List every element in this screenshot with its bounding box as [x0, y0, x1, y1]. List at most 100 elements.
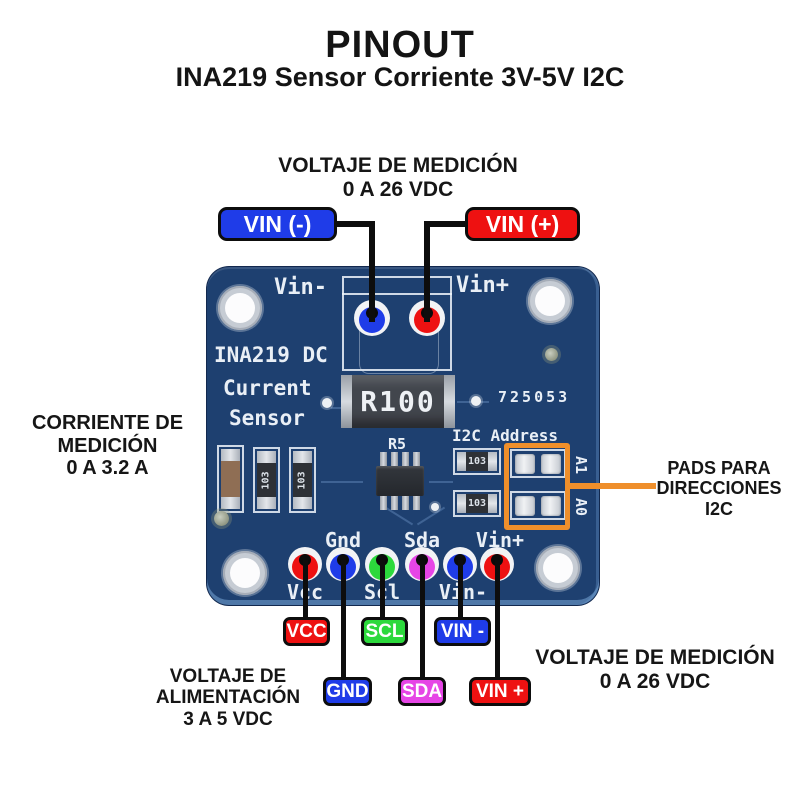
- mounting-hole-bore: [230, 558, 260, 588]
- chip-pin: [413, 495, 420, 510]
- smd-resistor: 103: [457, 494, 497, 513]
- page-subtitle: INA219 Sensor Corriente 3V-5V I2C: [175, 62, 625, 92]
- i2c-pads-pointer-line: [568, 483, 656, 489]
- chip-pin: [391, 495, 398, 510]
- annotation-line: 0 A 26 VDC: [599, 669, 711, 693]
- capacitor-body: [221, 461, 240, 497]
- resistor-outline: 103: [253, 447, 280, 513]
- silk-i2c-address: I2C Address: [452, 426, 558, 445]
- mounting-hole-bore: [535, 286, 565, 316]
- via: [214, 511, 229, 526]
- page-title: PINOUT: [325, 24, 475, 66]
- annotation-supply-voltage: VOLTAJE DE ALIMENTACIÓN 3 A 5 VDC: [138, 666, 318, 730]
- chip-pin: [413, 452, 420, 467]
- jumper-pads-a1: [510, 449, 566, 478]
- solder-cap: [488, 494, 497, 513]
- mounting-hole-bottom-right: [536, 546, 580, 590]
- silk-pin-vinminus: Vin-: [433, 580, 493, 604]
- gnd-callout: GND: [323, 677, 372, 706]
- jumper-pad-pair: [512, 493, 564, 518]
- capacitor-outline: [217, 445, 244, 513]
- solder-pad: [541, 453, 561, 474]
- smd-marking: 103: [257, 463, 276, 497]
- solder-cap: [457, 452, 466, 471]
- silk-board-name-3: Sensor: [229, 406, 305, 430]
- connector-line-scl: [380, 560, 385, 620]
- terminal-footprint-outline: [359, 315, 439, 374]
- solder-cap: [488, 452, 497, 471]
- silk-serial: 725053: [498, 388, 571, 406]
- chip-pin: [380, 452, 387, 467]
- ina219-chip: [376, 466, 424, 496]
- sda-callout: SDA: [398, 677, 446, 706]
- connector-line-vin-minus: [369, 221, 375, 322]
- via: [471, 396, 481, 406]
- annotation-line: I2C: [704, 498, 733, 519]
- resistor-outline: 103: [289, 447, 316, 513]
- annotation-line: DIRECCIONES: [656, 478, 782, 499]
- smd-marking-text: 103: [261, 470, 272, 490]
- pcb-board: Vin- Vin+ INA219 DC Current Sensor R100 …: [207, 267, 599, 605]
- annotation-measure-voltage-bottom: VOLTAJE DE MEDICIÓN 0 A 26 VDC: [520, 646, 790, 693]
- solder-cap: [221, 449, 240, 461]
- smd-marking: 103: [293, 463, 312, 497]
- silk-a0: A0: [572, 497, 590, 517]
- silk-a1: A1: [572, 455, 590, 475]
- pcb-trace: [321, 481, 363, 483]
- vin-minus-pin-callout: VIN -: [434, 617, 491, 646]
- connector-line-vin-plus: [424, 221, 430, 322]
- chip-pin: [402, 452, 409, 467]
- annotation-line: MEDICIÓN: [57, 434, 158, 457]
- annotation-line: 0 A 26 VDC: [342, 177, 454, 201]
- mounting-hole-top-left: [218, 286, 262, 330]
- jumper-pads-a0: [510, 491, 566, 520]
- connector-line-vin-plus-pin: [495, 560, 500, 682]
- pcb-trace: [429, 481, 453, 483]
- annotation-line: CORRIENTE DE: [31, 412, 184, 434]
- chip-pin: [391, 452, 398, 467]
- connector-line-vin-plus: [427, 221, 465, 227]
- capacitor: [221, 449, 240, 509]
- connector-line-sda: [420, 560, 425, 682]
- solder-pad: [515, 495, 535, 516]
- solder-cap: [457, 494, 466, 513]
- smd-resistor: 103: [257, 451, 276, 509]
- solder-cap: [257, 497, 276, 509]
- smd-marking: 103: [466, 494, 488, 513]
- smd-marking-text: 103: [297, 470, 308, 490]
- smd-resistor: 103: [457, 452, 497, 471]
- connector-line-vin-minus-pin: [458, 560, 463, 620]
- annotation-line: PADS PARA: [667, 458, 771, 478]
- annotation-i2c-pads-right: PADS PARA DIRECCIONES I2C: [638, 458, 800, 519]
- silk-vin-minus: Vin-: [274, 275, 327, 300]
- shunt-resistor: R100: [341, 375, 455, 428]
- annotation-current-left: CORRIENTE DE MEDICIÓN 0 A 3.2 A: [15, 412, 200, 480]
- connector-line-vcc: [303, 560, 308, 620]
- solder-pad: [541, 495, 561, 516]
- solder-cap: [257, 451, 276, 463]
- shunt-marking: R100: [360, 385, 436, 418]
- terminal-silkscreen-line: [342, 293, 452, 295]
- jumper-pad-pair: [512, 451, 564, 476]
- annotation-measure-voltage-top: VOLTAJE DE MEDICIÓN 0 A 26 VDC: [198, 154, 598, 201]
- pin-hole-vin-minus: [443, 547, 477, 581]
- vin-minus-callout: VIN (-): [218, 207, 337, 241]
- smd-resistor: 103: [293, 451, 312, 509]
- annotation-line: VOLTAJE DE: [169, 666, 287, 687]
- shunt-solder-cap: [341, 375, 352, 428]
- mounting-hole-bottom-left: [223, 551, 267, 595]
- chip-pin: [380, 495, 387, 510]
- vin-plus-pin-callout: VIN +: [469, 677, 531, 706]
- shunt-solder-cap: [444, 375, 455, 428]
- chip-pin: [402, 495, 409, 510]
- annotation-line: 0 A 3.2 A: [66, 457, 149, 480]
- i2c-pads-highlight-box: [504, 443, 570, 530]
- solder-cap: [293, 497, 312, 509]
- mounting-hole-bore: [225, 293, 255, 323]
- annotation-line: ALIMENTACIÓN: [155, 687, 301, 709]
- mounting-hole-top-right: [528, 279, 572, 323]
- annotation-line: VOLTAJE DE MEDICIÓN: [535, 646, 775, 669]
- scl-callout: SCL: [361, 617, 408, 646]
- solder-pad: [515, 453, 535, 474]
